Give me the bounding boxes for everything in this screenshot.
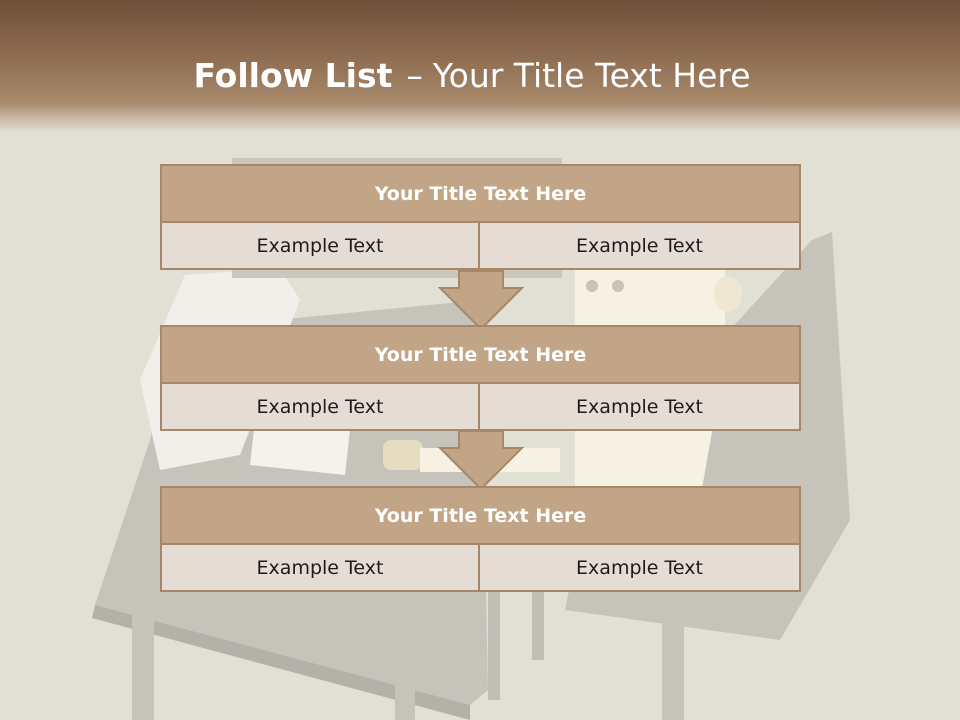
block-cell-right: Example Text (478, 543, 801, 592)
title-bold: Follow List (193, 56, 393, 95)
list-block-3: Your Title Text Here Example Text Exampl… (160, 486, 801, 592)
block-cell-left: Example Text (160, 382, 480, 431)
down-arrow-icon (438, 270, 524, 331)
block-cell-right: Example Text (478, 221, 801, 270)
block-title: Your Title Text Here (160, 486, 801, 545)
block-cell-right: Example Text (478, 382, 801, 431)
list-block-1: Your Title Text Here Example Text Exampl… (160, 164, 801, 270)
title-dash: – (406, 56, 423, 95)
block-title: Your Title Text Here (160, 325, 801, 384)
down-arrow-icon (438, 430, 524, 491)
block-cell-left: Example Text (160, 543, 480, 592)
header-band: Follow List–Your Title Text Here (0, 0, 960, 132)
list-block-2: Your Title Text Here Example Text Exampl… (160, 325, 801, 431)
title-rest: Your Title Text Here (432, 56, 751, 95)
block-cell-left: Example Text (160, 221, 480, 270)
slide-title: Follow List–Your Title Text Here (0, 54, 944, 98)
block-title: Your Title Text Here (160, 164, 801, 223)
